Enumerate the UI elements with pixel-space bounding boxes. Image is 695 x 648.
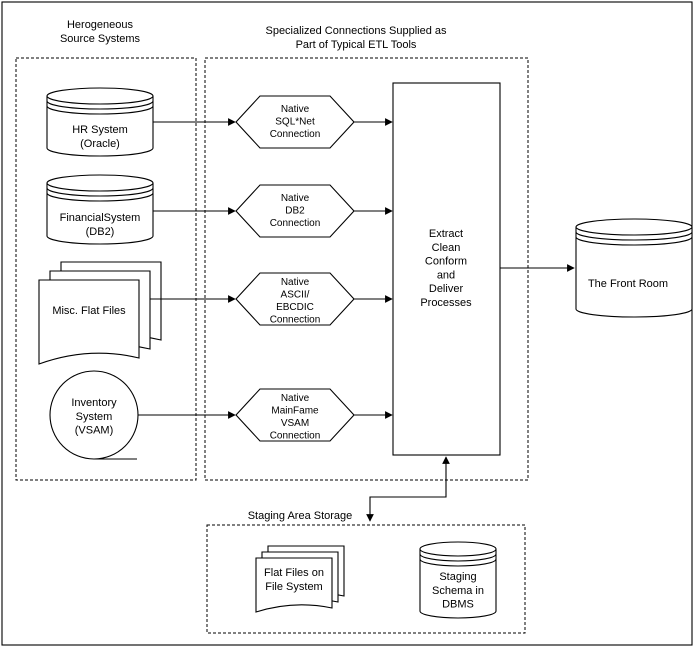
hr-system-label: HR System(Oracle) [72,124,128,150]
financial-system-label: FinancialSystem(DB2) [60,212,141,238]
hr-system-database: HR System(Oracle) [46,87,154,157]
front-room-label: The Front Room [588,278,668,290]
financial-system-database: FinancialSystem(DB2) [46,174,154,245]
arrow-process-staging [366,456,450,522]
staging-area-group [206,524,526,634]
source-systems-group [15,57,197,481]
misc-flat-files-label: Misc. Flat Files [52,305,126,317]
staging-area-header: Staging Area Storage [248,510,353,522]
misc-flat-files-document: Misc. Flat Files [38,261,162,365]
front-room-database: The Front Room [575,218,693,318]
